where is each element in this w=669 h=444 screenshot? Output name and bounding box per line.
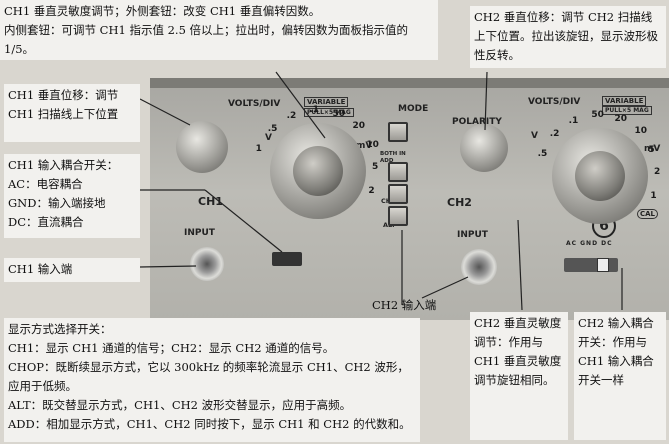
ch1-input-text: CH1 输入端 — [8, 262, 73, 276]
ch1-coupling-title: CH1 输入耦合开关： — [8, 158, 119, 172]
mode-button-ch1[interactable] — [388, 122, 408, 142]
ch2-scale-label: 10 — [634, 125, 648, 136]
ch1-variable-knob[interactable] — [293, 146, 343, 196]
ch1-position-callout: CH1 垂直位移：调节 CH1 扫描线上下位置 — [4, 84, 140, 142]
ch1-coupling-dc: DC：直流耦合 — [8, 215, 84, 229]
ch1-sensitivity-text: CH1 垂直灵敏度调节；外侧套钮：改变 CH1 垂直偏转因数。 — [4, 4, 321, 18]
pull-mag-label-right: PULL×5 MAG — [602, 106, 652, 115]
ch1-input-callout: CH1 输入端 — [4, 258, 140, 282]
ch1-scale-label: 10 — [366, 139, 379, 150]
ch2-position-callout: CH2 垂直位移：调节 CH2 扫描线上下位置。拉出该旋钮，显示波形极性反转。 — [470, 6, 666, 68]
mode-add-text: ADD：相加显示方式，CH1、CH2 同时按下，显示 CH1 和 CH2 的代数… — [8, 417, 411, 431]
ch2-sensitivity-callout: CH2 垂直灵敏度调节：作用与 CH1 垂直灵敏度调节旋钮相同。 — [470, 312, 568, 440]
ch2-scale-label: 20 — [614, 113, 628, 124]
ch2-panel-label: CH2 — [447, 196, 472, 209]
variable-label-right: VARIABLE — [602, 96, 647, 106]
ch2-scale-label: 1 — [650, 190, 657, 201]
ch2-scale-label: .5 — [537, 149, 548, 160]
ch2-position-knob[interactable] — [460, 124, 508, 172]
ch2-input-connector[interactable] — [461, 249, 497, 285]
mode-alt-text: ALT：既交替显示方式，CH1、CH2 波形交替显示，应用于高频。 — [8, 398, 352, 412]
ch1-scale-label: 2 — [368, 185, 375, 196]
ch2-scale-label: 2 — [653, 167, 661, 178]
mode-button-alt[interactable] — [388, 206, 408, 226]
input-label-left: INPUT — [184, 228, 215, 238]
cal-label: CAL — [637, 209, 659, 219]
ch1-position-text: CH1 垂直位移：调节 CH1 扫描线上下位置 — [8, 88, 119, 121]
ch1-sensitivity-callout: CH1 垂直灵敏度调节；外侧套钮：改变 CH1 垂直偏转因数。 内侧套钮：可调节… — [0, 0, 438, 60]
ch1-scale-label: .5 — [267, 124, 278, 135]
coupling-scale-label-right: AC GND DC — [566, 240, 613, 247]
ch2-position-text: CH2 垂直位移：调节 CH2 扫描线上下位置。拉出该旋钮，显示波形极性反转。 — [474, 10, 658, 62]
ch2-coupling-callout: CH2 输入耦合开关：作用与 CH1 输入耦合开关一样 — [574, 312, 666, 440]
ch2-coupling-slot — [564, 258, 618, 272]
both-in-add-label: BOTH IN ADD — [380, 151, 406, 164]
ch1-panel-label: CH1 — [198, 195, 223, 208]
volts-div-label-right: VOLTS/DIV — [528, 97, 581, 107]
polarity-label: POLARITY — [452, 117, 502, 127]
ch1-scale-label: .2 — [286, 110, 297, 121]
ch1-scale-label: 5 — [371, 162, 379, 173]
ch2-coupling-switch[interactable] — [597, 258, 609, 272]
volts-div-label-left: VOLTS/DIV — [228, 99, 281, 109]
ch1-scale-label: .1 — [309, 105, 320, 116]
ch1-coupling-switch[interactable] — [272, 252, 302, 266]
ch1-scale-label: 20 — [352, 120, 366, 131]
ch1-coupling-gnd: GND：输入端接地 — [8, 196, 106, 210]
ch2-scale-label: 5 — [648, 144, 655, 155]
ch1-position-knob[interactable] — [176, 121, 228, 173]
mode-button-ch2[interactable] — [388, 162, 408, 182]
ch1-sensitivity-text-2: 内侧套钮：可调节 CH1 指示值 2.5 倍以上；拉出时，偏转因数为面板指示值的… — [4, 23, 409, 56]
mode-chop-text: CHOP：既断续显示方式，它以 300kHz 的频率轮流显示 CH1、CH2 波… — [8, 360, 409, 393]
ch1-input-connector[interactable] — [190, 247, 224, 281]
mode-label: MODE — [398, 104, 429, 114]
mode-callout: 显示方式选择开关： CH1：显示 CH1 通道的信号；CH2：显示 CH2 通道… — [4, 318, 420, 442]
ch1-scale-label: 1 — [255, 144, 262, 155]
ch2-scale-label: .1 — [568, 115, 579, 126]
input-label-right: INPUT — [457, 230, 488, 240]
mode-button-chop[interactable] — [388, 184, 408, 204]
mv-label-left: mV — [356, 141, 373, 151]
ch1-coupling-ac: AC：电容耦合 — [8, 177, 83, 191]
v-label-left: V — [265, 133, 272, 143]
mode-ch-text: CH1：显示 CH1 通道的信号；CH2：显示 CH2 通道的信号。 — [8, 341, 335, 355]
ch2-scale-label: 50 — [591, 110, 604, 121]
ch2-input-callout: CH2 输入端 — [368, 294, 464, 318]
v-label-right: V — [531, 131, 538, 141]
mv-label-right: mV — [644, 144, 661, 154]
ch2-input-text: CH2 输入端 — [372, 298, 437, 312]
ch2-scale-label: .2 — [549, 129, 560, 140]
ch1-scale-label: 50 — [332, 108, 346, 119]
ch2-sensitivity-text: CH2 垂直灵敏度调节：作用与 CH1 垂直灵敏度调节旋钮相同。 — [474, 316, 562, 387]
ch1-coupling-callout: CH1 输入耦合开关： AC：电容耦合 GND：输入端接地 DC：直流耦合 — [4, 154, 140, 238]
mode-title: 显示方式选择开关： — [8, 322, 112, 336]
ch2-variable-knob[interactable] — [575, 151, 625, 201]
ch2-coupling-text: CH2 输入耦合开关：作用与 CH1 输入耦合开关一样 — [578, 316, 654, 387]
